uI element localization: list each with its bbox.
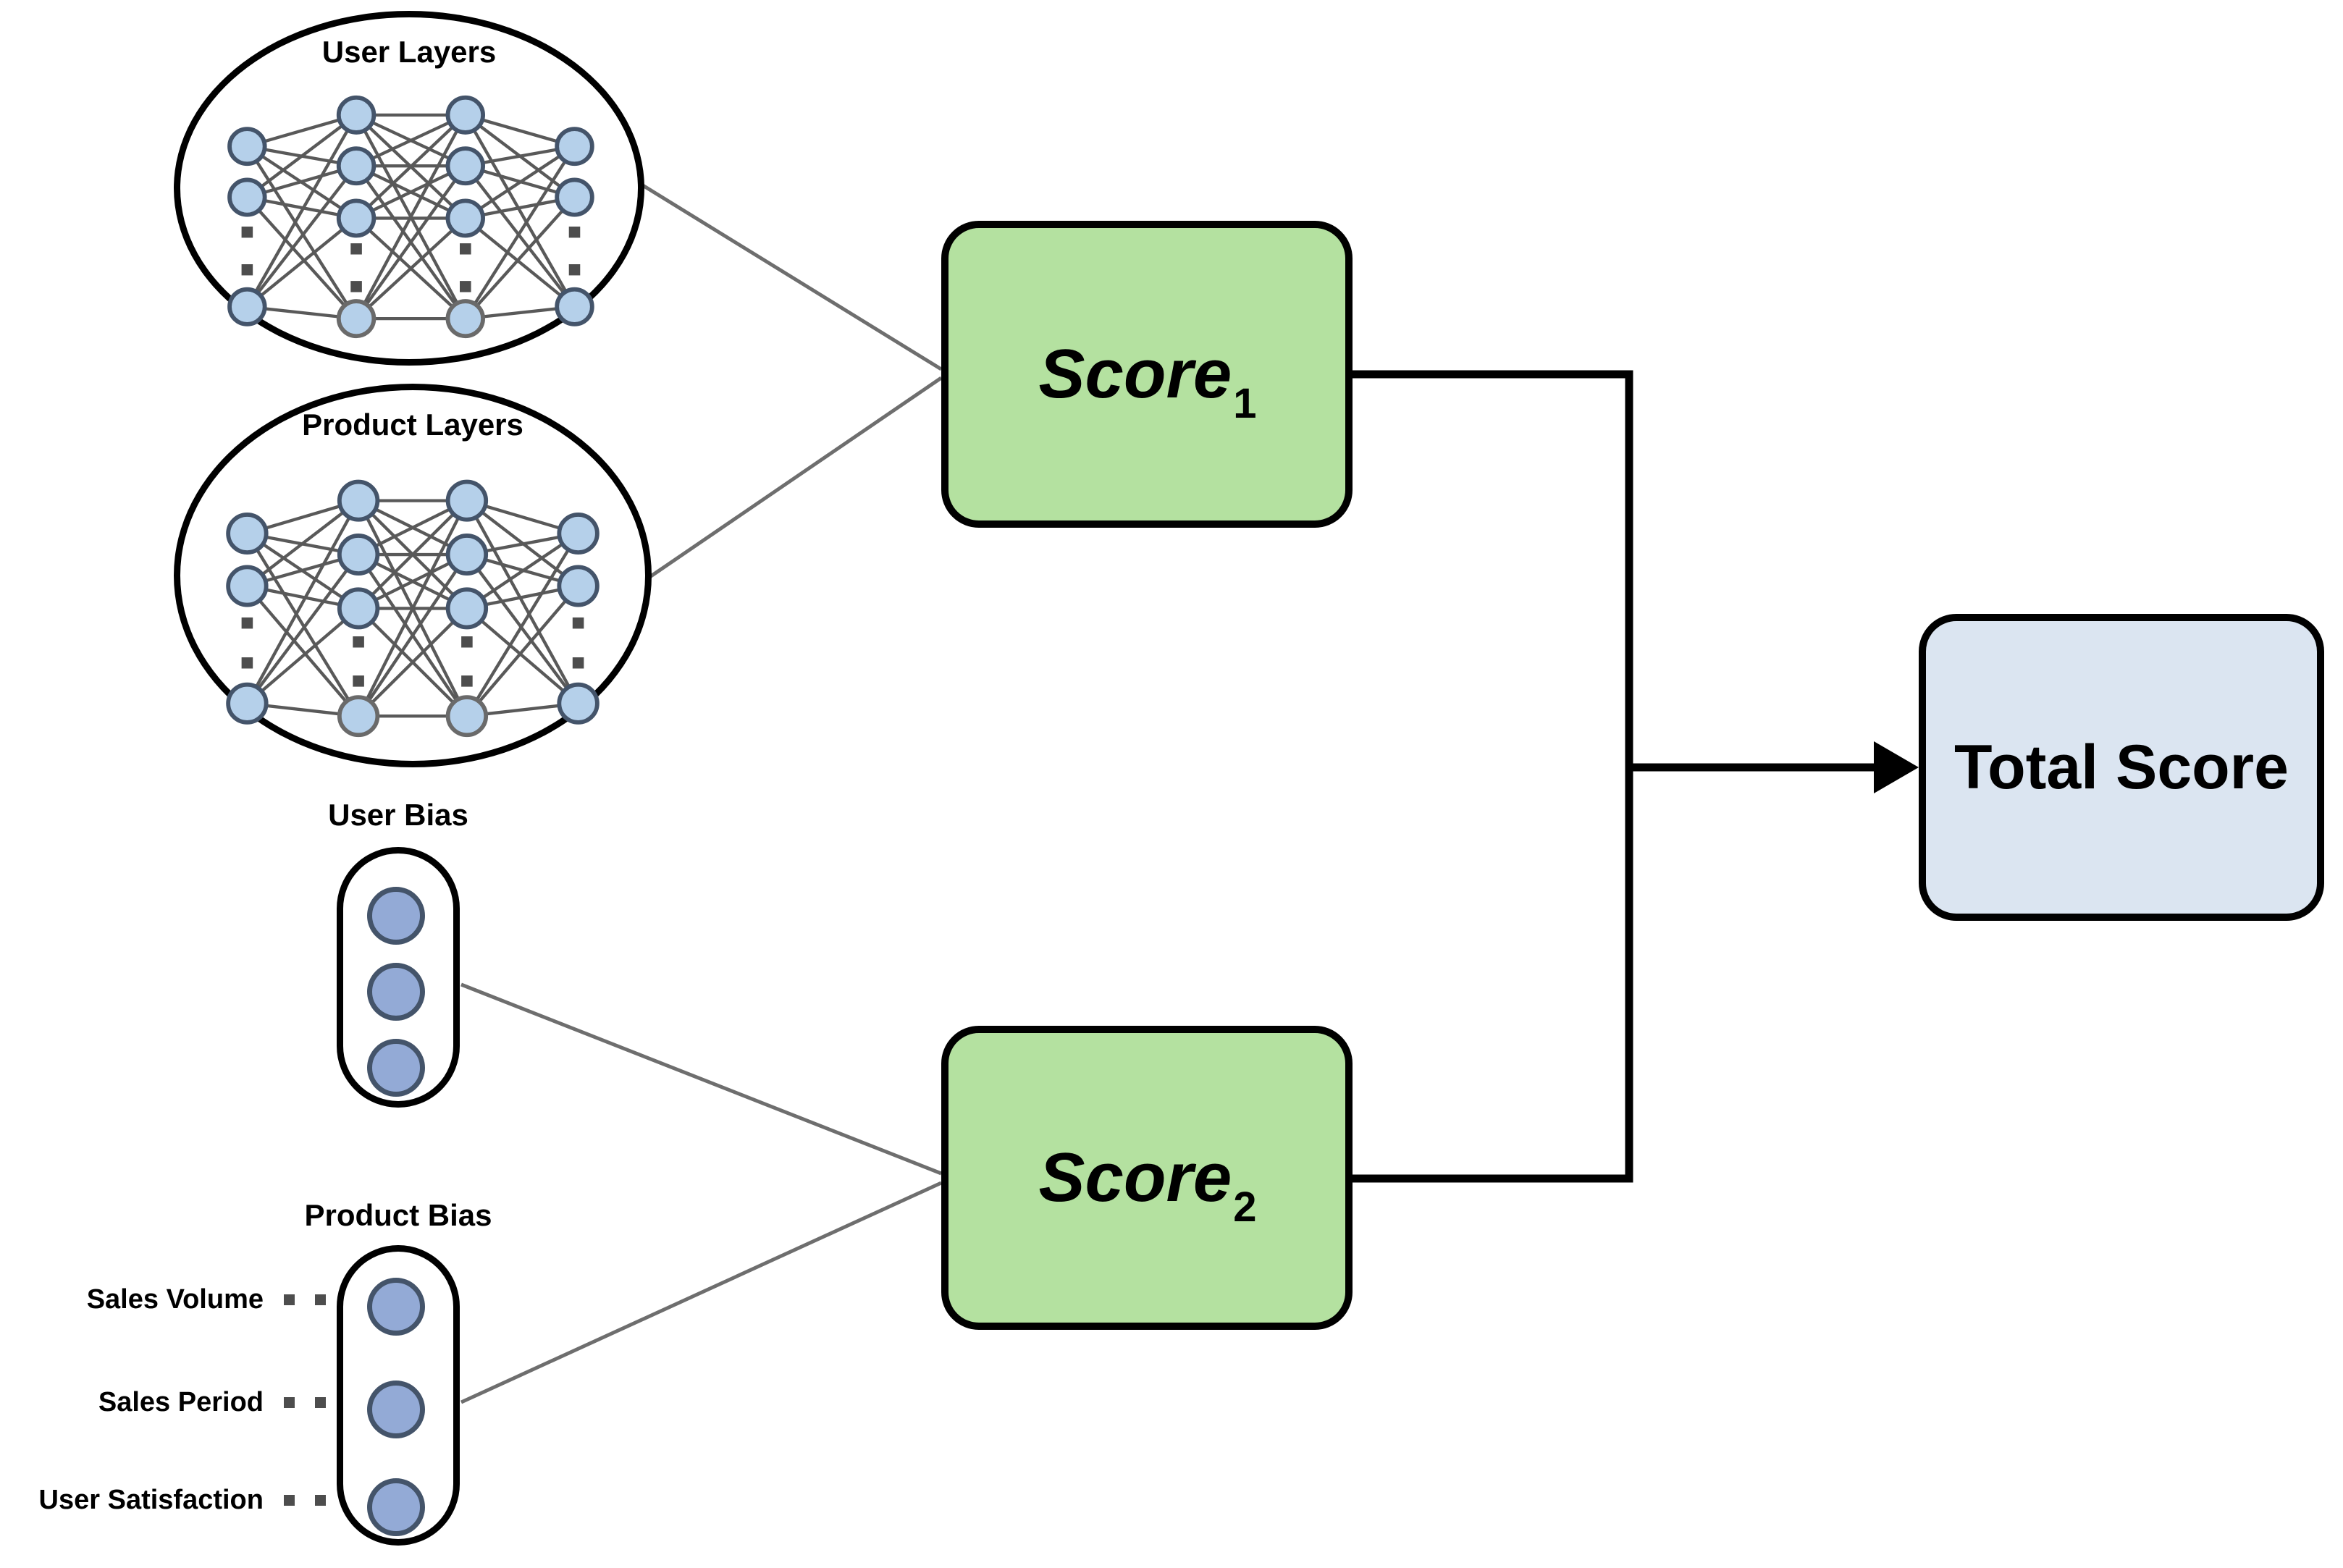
bias-node — [367, 1278, 425, 1336]
wire-product-layers-to-score1 — [645, 376, 943, 581]
score1-box: Score1 — [941, 221, 1353, 528]
wire-product-bias-to-score2 — [460, 1181, 943, 1404]
neural-network-icon — [226, 479, 600, 738]
user-layers-ellipse: User Layers — [174, 11, 644, 366]
score2-label: Score2 — [1038, 1138, 1256, 1231]
bias-node — [367, 1478, 425, 1536]
bias-node — [367, 1381, 425, 1438]
wire-scores-junction — [1353, 370, 1633, 1183]
bias-row-sales-volume: Sales Volume — [0, 1281, 329, 1318]
score2-box: Score2 — [941, 1026, 1353, 1330]
dot-square-icon — [315, 1494, 326, 1506]
bias-row-sales-period: Sales Period — [0, 1384, 329, 1420]
product-layers-label: Product Layers — [302, 408, 523, 442]
score1-base: Score — [1038, 335, 1232, 413]
dot-square-icon — [315, 1396, 326, 1408]
dot-square-icon — [284, 1294, 295, 1305]
wire-user-bias-to-score2 — [460, 982, 942, 1176]
score1-label: Score1 — [1038, 334, 1256, 427]
total-score-label: Total Score — [1954, 732, 2289, 802]
bias-node — [367, 887, 425, 945]
dot-square-icon — [284, 1396, 295, 1408]
bias-node — [367, 1039, 425, 1097]
dot-square-icon — [315, 1294, 326, 1305]
row-label: Sales Period — [98, 1386, 264, 1417]
total-score-box: Total Score — [1919, 614, 2324, 921]
dot-square-icon — [284, 1494, 295, 1506]
product-bias-label: Product Bias — [304, 1198, 492, 1232]
user-layers-label: User Layers — [321, 35, 497, 69]
wire-user-layers-to-score1 — [634, 179, 943, 371]
score2-subscript: 2 — [1233, 1184, 1257, 1231]
neural-network-icon — [227, 95, 594, 339]
product-layers-ellipse: Product Layers — [174, 384, 652, 767]
bias-node — [367, 963, 425, 1021]
score2-base: Score — [1038, 1139, 1232, 1216]
bias-row-user-satisfaction: User Satisfaction — [0, 1482, 329, 1518]
row-label: User Satisfaction — [38, 1484, 264, 1515]
user-bias-pill — [337, 847, 460, 1108]
score1-subscript: 1 — [1233, 380, 1257, 427]
product-bias-pill — [337, 1245, 460, 1546]
user-bias-label: User Bias — [328, 798, 468, 832]
row-label: Sales Volume — [86, 1284, 264, 1315]
arrowhead-icon — [1874, 741, 1919, 793]
